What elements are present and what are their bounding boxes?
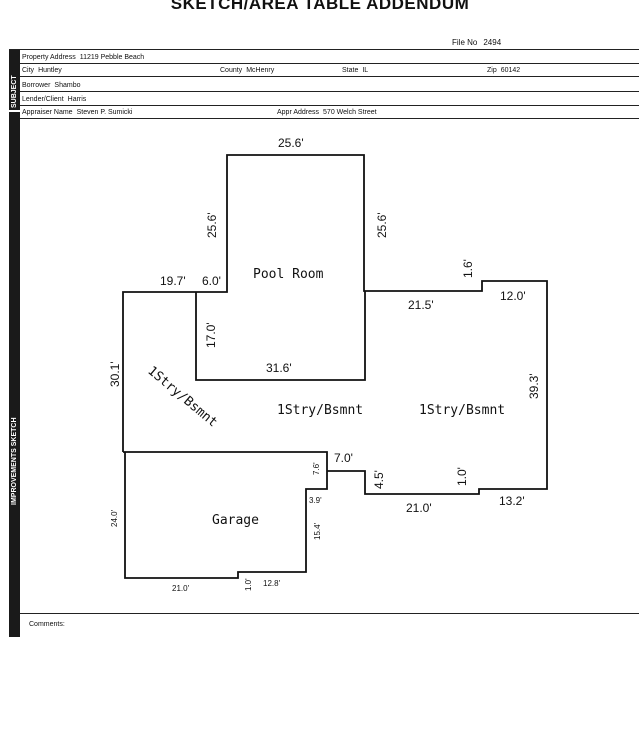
dim-right-top-step: 1.6' <box>461 259 475 278</box>
appraiser-label: Appraiser Name <box>22 109 73 116</box>
room-label-left: 1Stry/Bsmnt <box>144 364 220 431</box>
dim-left-step: 6.0' <box>202 274 221 288</box>
subject-tab <box>9 50 20 112</box>
appraiser-value: Steven P. Sumicki <box>76 109 133 116</box>
top-rule <box>9 49 639 50</box>
room-label-pool: Pool Room <box>253 267 324 282</box>
dim-mid-step: 7.0' <box>334 451 353 465</box>
dim-left-top: 19.7' <box>160 274 186 288</box>
room-label-center: 1Stry/Bsmnt <box>277 403 363 418</box>
dim-right-side: 39.3' <box>527 373 541 399</box>
room-label-garage: Garage <box>212 513 259 528</box>
city-value: Huntley <box>38 67 62 74</box>
page-title: SKETCH/AREA TABLE ADDENDUM <box>170 0 470 13</box>
dim-garage-bottom-b: 12.8' <box>263 579 281 588</box>
dim-bottom-a: 21.0' <box>406 501 432 515</box>
city-label: City <box>22 67 35 74</box>
dim-garage-right: 15.4' <box>313 522 322 540</box>
dim-right-top-a: 21.5' <box>408 298 434 312</box>
lender-value: Harris <box>67 96 87 103</box>
appr-address-label: Appr Address <box>277 109 320 116</box>
county-label: County <box>220 67 243 74</box>
room-label-right: 1Stry/Bsmnt <box>419 403 505 418</box>
dim-pool-bottom: 31.6' <box>266 361 292 375</box>
zip-label: Zip <box>487 67 497 74</box>
side-bar: SUBJECT IMPROVEMENTS SKETCH <box>9 50 20 637</box>
zip-value: 60142 <box>500 67 521 74</box>
lender-label: Lender/Client <box>22 96 64 103</box>
file-no-label: File No <box>452 38 478 47</box>
dim-right-top-b: 12.0' <box>500 289 526 303</box>
dim-mid-a: 7.6' <box>312 462 321 475</box>
dim-mid-b: 4.5' <box>372 470 386 489</box>
dim-garage-bottom: 21.0' <box>172 584 190 593</box>
dim-pool-left: 25.6' <box>205 212 219 238</box>
property-address-label: Property Address <box>22 54 76 61</box>
comments-label: Comments: <box>29 621 65 628</box>
dim-garage-step: 3.9' <box>309 496 322 505</box>
appr-address-value: 570 Welch Street <box>323 109 377 116</box>
dim-mid-c: 1.0' <box>455 467 469 486</box>
pool-room-boundary <box>195 291 366 381</box>
dim-pool-inner-left: 17.0' <box>204 322 218 348</box>
dim-pool-top: 25.6' <box>278 136 304 150</box>
property-address-value: 11219 Pebble Beach <box>79 54 145 61</box>
county-value: McHenry <box>246 67 275 74</box>
borrower-label: Borrower <box>22 82 51 89</box>
state-label: State <box>342 67 359 74</box>
state-value: IL <box>362 67 369 74</box>
dim-garage-small: 1.0' <box>244 578 253 591</box>
sketch-area <box>20 120 639 614</box>
house-outline <box>122 154 548 495</box>
dim-pool-right: 25.6' <box>375 212 389 238</box>
dim-left-side: 30.1' <box>108 361 122 387</box>
dim-garage-left: 24.0' <box>110 509 119 527</box>
dim-bottom-b: 13.2' <box>499 494 525 508</box>
file-no-value: 2494 <box>483 38 502 47</box>
garage-outline <box>123 451 328 579</box>
borrower-value: Shambo <box>54 82 81 89</box>
file-number: File No 2494 <box>452 38 507 47</box>
